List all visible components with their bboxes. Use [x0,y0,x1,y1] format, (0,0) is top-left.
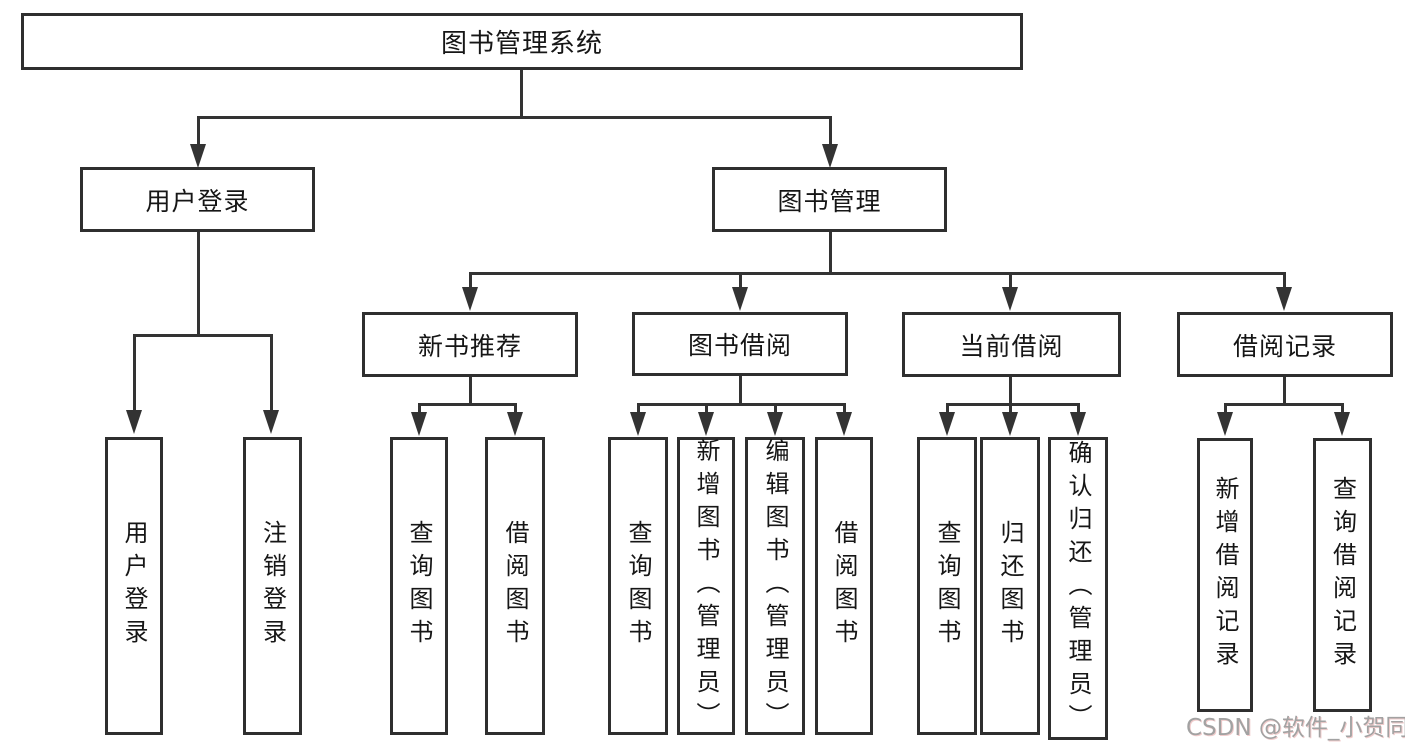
leaf-confirm-return-admin: 确认归还（管理员） [1048,437,1108,740]
node-new-book-recommend: 新书推荐 [362,312,578,377]
connector-to-leaf-addrec [1224,403,1227,415]
arrowhead-current [1002,287,1018,311]
leaf-query-books-borrow-label: 查询图书 [624,520,652,652]
node-current-borrow: 当前借阅 [902,312,1121,377]
arrowhead-record [1276,287,1292,311]
leaf-borrow-books-label: 借阅图书 [830,520,858,652]
leaf-add-books-admin: 新增图书（管理员） [677,437,735,735]
connector-to-leaf-logout [270,334,273,412]
connector-to-book-management [829,116,832,146]
arrowhead-leaf-query2 [630,412,646,436]
leaf-edit-books-admin-label: 编辑图书（管理员） [761,437,789,735]
connector-to-borrow [739,272,742,290]
connector-recommend-branch [418,403,517,406]
connector-root-stem [520,70,523,118]
connector-to-leaf-confirm [1077,403,1080,415]
arrowhead-leaf-query3 [939,412,955,436]
connector-to-leaf-query3 [946,403,949,415]
connector-user-login-branch [133,334,273,337]
arrowhead-leaf-query1 [411,412,427,436]
arrowhead-leaf-queryrec [1334,412,1350,436]
leaf-logout: 注销登录 [243,437,302,735]
leaf-query-books-recommend-label: 查询图书 [405,520,433,652]
leaf-logout-label: 注销登录 [258,520,287,652]
connector-to-leaf-login [133,334,136,412]
connector-record-branch [1224,403,1343,406]
arrowhead-leaf-borrow1 [507,412,523,436]
node-book-management-module: 图书管理 [712,167,947,232]
node-book-borrow: 图书借阅 [632,312,848,376]
leaf-query-books-borrow: 查询图书 [608,437,668,735]
csdn-watermark: CSDN @软件_小贺同学 [1186,715,1405,741]
connector-book-mgmt-stem [829,232,832,275]
connector-to-leaf-return [1009,403,1012,415]
leaf-query-books-recommend: 查询图书 [390,437,448,735]
connector-to-leaf-add [705,403,708,415]
node-root-library-system: 图书管理系统 [21,13,1023,70]
leaf-add-books-admin-label: 新增图书（管理员） [692,437,720,735]
leaf-user-login: 用户登录 [105,437,163,735]
arrowhead-leaf-edit [767,412,783,436]
connector-borrow-stem [739,376,742,406]
arrowhead-leaf-return [1002,412,1018,436]
connector-current-stem [1009,377,1012,406]
connector-to-leaf-borrow1 [514,403,517,415]
leaf-borrow-books-recommend-label: 借阅图书 [501,520,529,652]
connector-to-user-login [197,116,200,146]
arrowhead-leaf-addrec [1217,412,1233,436]
node-user-login-module: 用户登录 [80,167,315,232]
leaf-user-login-label: 用户登录 [120,520,148,652]
connector-current-branch [946,403,1080,406]
leaf-confirm-return-admin-label: 确认归还（管理员） [1064,440,1092,737]
arrowhead-borrow [732,287,748,311]
connector-to-leaf-queryrec [1341,403,1344,415]
arrowhead-book-management [822,144,838,168]
leaf-edit-books-admin: 编辑图书（管理员） [745,437,805,735]
leaf-borrow-books-recommend: 借阅图书 [485,437,545,735]
leaf-return-books-label: 归还图书 [996,520,1024,652]
node-borrow-record: 借阅记录 [1177,312,1393,377]
leaf-query-books-current: 查询图书 [917,437,977,735]
connector-borrow-branch [637,403,846,406]
arrowhead-leaf-login [126,410,142,434]
connector-to-leaf-borrow2 [843,403,846,415]
connector-to-recommend [469,272,472,290]
connector-to-leaf-query2 [637,403,640,415]
connector-to-current [1009,272,1012,290]
leaf-query-borrow-record: 查询借阅记录 [1313,438,1372,712]
leaf-return-books: 归还图书 [980,437,1040,735]
connector-to-record [1283,272,1286,290]
arrowhead-leaf-confirm [1070,412,1086,436]
arrowhead-user-login [190,144,206,168]
arrowhead-leaf-logout [263,410,279,434]
connector-recommend-stem [469,377,472,406]
arrowhead-leaf-borrow2 [836,412,852,436]
leaf-add-borrow-record: 新增借阅记录 [1197,438,1253,712]
arrowhead-leaf-add [698,412,714,436]
leaf-add-borrow-record-label: 新增借阅记录 [1211,476,1239,674]
connector-record-stem [1283,377,1286,406]
leaf-borrow-books: 借阅图书 [815,437,873,735]
leaf-query-books-current-label: 查询图书 [933,520,961,652]
connector-to-leaf-edit [774,403,777,415]
arrowhead-recommend [462,287,478,311]
leaf-query-borrow-record-label: 查询借阅记录 [1328,476,1357,674]
connector-to-leaf-query1 [418,403,421,415]
connector-root-branch [197,116,832,119]
connector-user-login-stem [197,232,200,336]
connector-book-mgmt-branch [469,272,1285,275]
